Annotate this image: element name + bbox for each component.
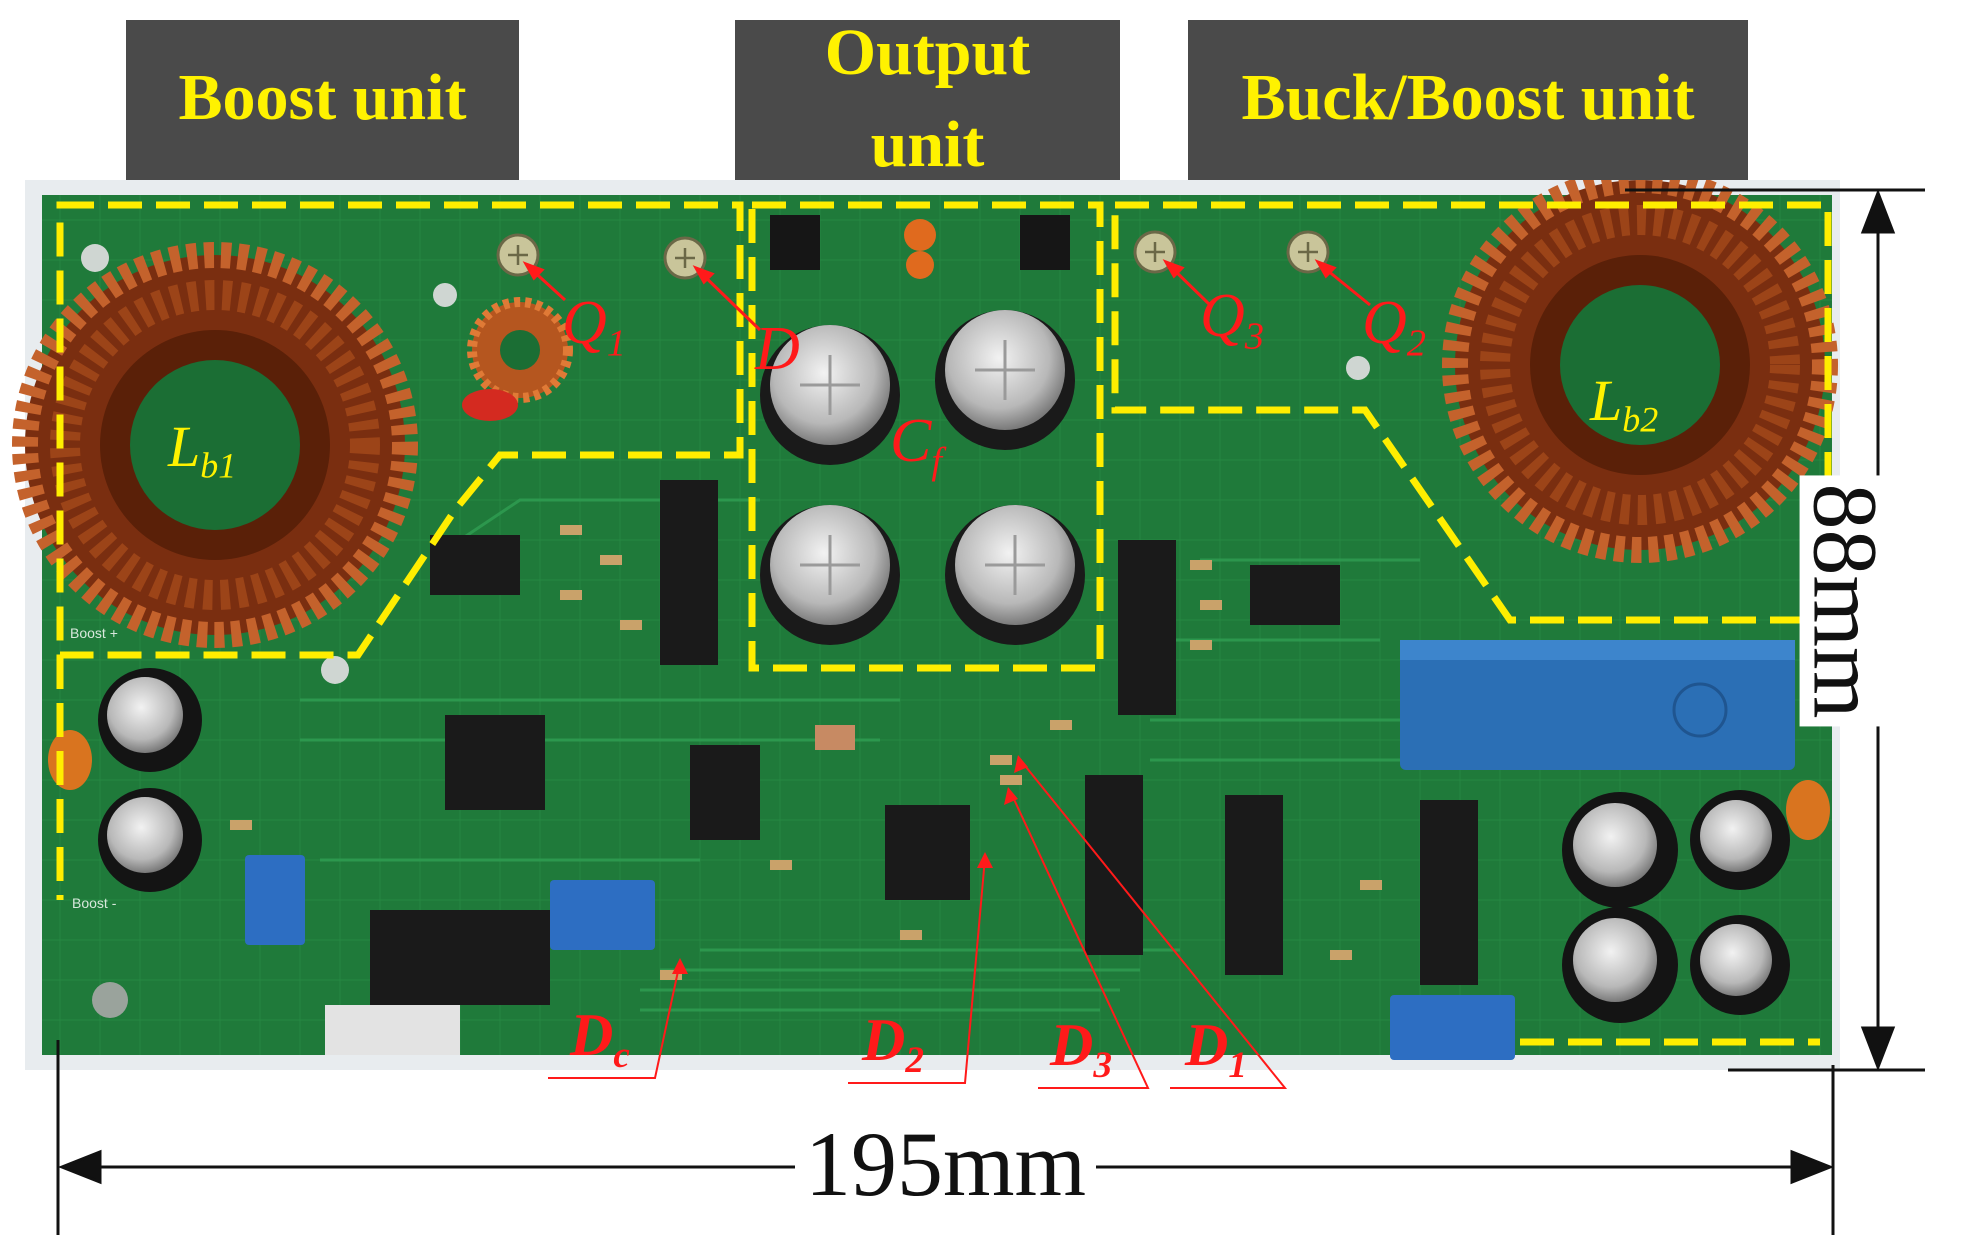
label-d: D bbox=[755, 315, 800, 383]
buckboost-unit-outline-top bbox=[1111, 201, 1832, 624]
dimension-width-label: 195mm bbox=[795, 1118, 1097, 1210]
label-d1: D1 bbox=[1185, 1012, 1247, 1086]
header-output-unit-line1: Output bbox=[824, 16, 1031, 89]
label-q3: Q3 bbox=[1200, 282, 1264, 358]
pcb-traces bbox=[300, 498, 1520, 1012]
unit-outlines bbox=[56, 201, 1832, 1046]
mounting-holes bbox=[81, 244, 1370, 1018]
silk-boost-minus: Boost - bbox=[72, 895, 117, 911]
header-box-boost bbox=[126, 20, 519, 180]
output-capacitors bbox=[760, 215, 1085, 645]
header-boost-unit: Boost unit bbox=[178, 61, 467, 134]
diode-arrowheads bbox=[672, 755, 1028, 974]
output-unit-outline bbox=[748, 201, 1104, 672]
header-box-buckboost bbox=[1188, 20, 1748, 180]
smd-parts bbox=[230, 525, 1382, 980]
label-q2: Q2 bbox=[1362, 289, 1426, 365]
header-box-output bbox=[735, 20, 1120, 180]
dimension-height-label: 88mm bbox=[1795, 475, 1897, 727]
inductor-lb2 bbox=[1442, 167, 1838, 563]
left-capacitors bbox=[48, 668, 202, 892]
label-lb2: Lb2 bbox=[1590, 368, 1659, 440]
label-q1: Q1 bbox=[562, 289, 626, 365]
red-arrows bbox=[522, 259, 1371, 332]
silk-boost-plus: Boost + bbox=[70, 625, 118, 641]
label-d2: D2 bbox=[862, 1007, 924, 1081]
diode-leaders bbox=[548, 761, 1288, 1089]
inductor-lb1 bbox=[12, 242, 418, 648]
header-buckboost-unit: Buck/Boost unit bbox=[1241, 61, 1695, 134]
small-inductor bbox=[462, 297, 573, 421]
label-dc: Dc bbox=[570, 1002, 630, 1076]
integrated-circuits bbox=[325, 480, 1478, 1055]
label-cf: Cf bbox=[890, 407, 943, 483]
label-lb1: Lb1 bbox=[168, 414, 237, 486]
blue-sensor bbox=[245, 640, 1795, 1060]
boost-unit-outline bbox=[56, 201, 744, 659]
header-output-unit-line2: unit bbox=[870, 108, 985, 181]
right-capacitors bbox=[1562, 780, 1830, 1023]
label-d3: D3 bbox=[1050, 1012, 1112, 1086]
